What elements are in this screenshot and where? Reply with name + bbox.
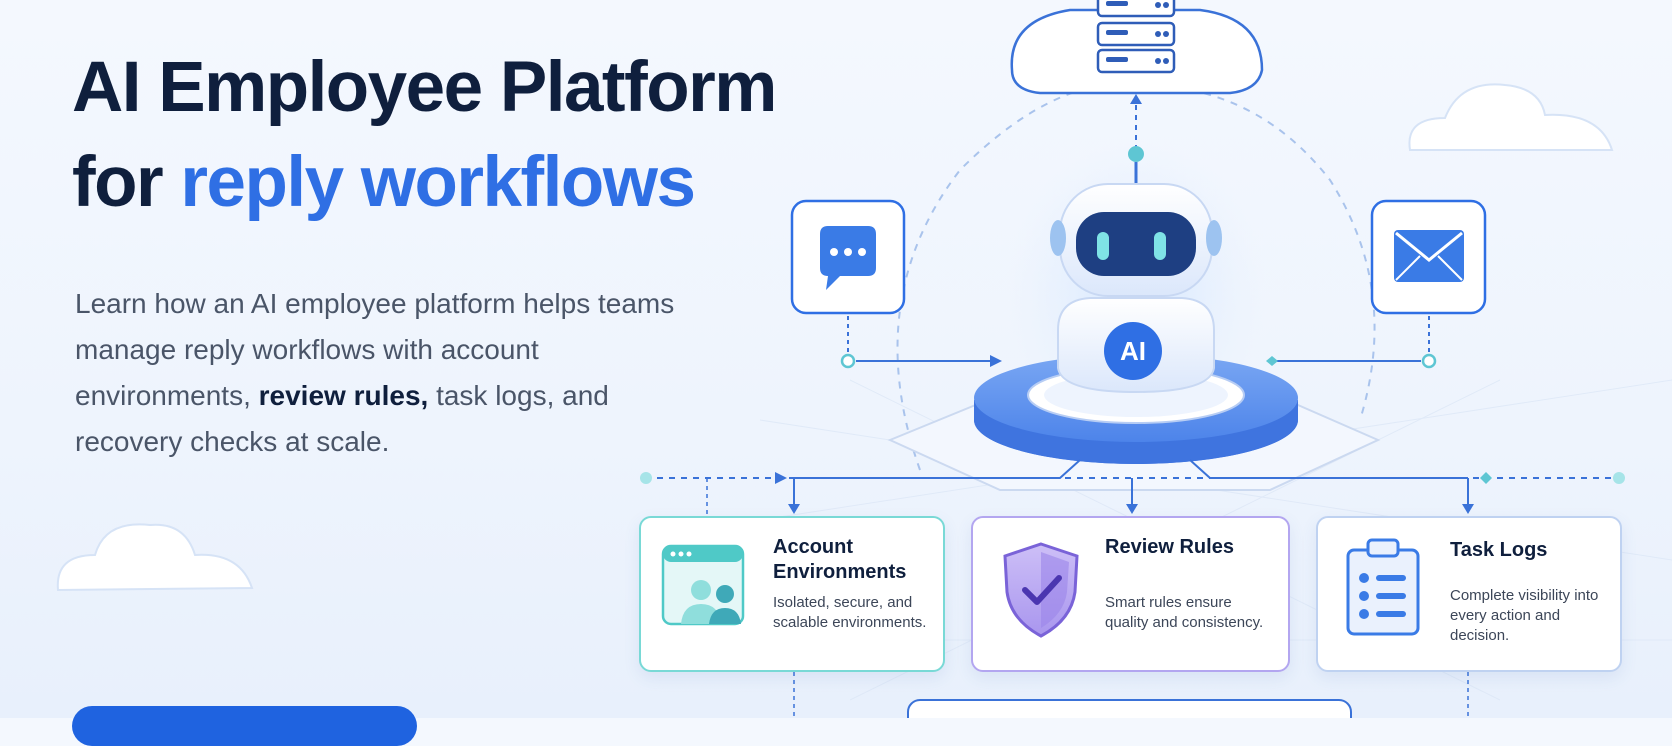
clipboard-icon bbox=[1346, 538, 1420, 636]
card-description: Isolated, secure, and scalable environme… bbox=[773, 594, 927, 631]
envelope-icon bbox=[1370, 199, 1487, 315]
card-description: Complete visibility into every action an… bbox=[1450, 587, 1599, 644]
robot-mascot bbox=[1050, 146, 1222, 394]
hero-description-part2: task logs, and recovery checks at scale. bbox=[75, 380, 609, 457]
shield-check-icon bbox=[1003, 542, 1079, 638]
server-cloud-icon bbox=[1010, 0, 1264, 95]
account-environment-icon bbox=[661, 544, 745, 626]
cloud-left bbox=[56, 523, 254, 592]
primary-cta-button[interactable] bbox=[72, 706, 417, 746]
robot-ai-badge: AI bbox=[1120, 336, 1146, 366]
feature-card-task-logs: Task Logs Complete visibility into every… bbox=[1316, 516, 1622, 672]
hero-description: Learn how an AI employee platform helps … bbox=[75, 281, 715, 465]
hero-description-bold: review rules, bbox=[258, 380, 429, 411]
hero-title-accent: reply workflows bbox=[180, 143, 696, 222]
cloud-right bbox=[1408, 83, 1614, 151]
hero-title-prefix: for bbox=[72, 143, 181, 222]
card-title: Task Logs bbox=[1450, 539, 1548, 561]
feature-card-review-rules: Review Rules Smart rules ensure quality … bbox=[971, 516, 1290, 672]
card-title: Review Rules bbox=[1105, 536, 1234, 558]
hero-title: AI Employee Platform for reply workflows bbox=[72, 40, 777, 230]
platform-illustration bbox=[56, 0, 1672, 718]
hero-title-line1: AI Employee Platform bbox=[72, 48, 777, 127]
card-description: Smart rules ensure quality and consisten… bbox=[1105, 594, 1264, 631]
chat-bubble-icon bbox=[790, 199, 906, 315]
hero-description-part1: Learn how an AI employee platform helps … bbox=[75, 288, 675, 411]
feature-card-account-environments: Account Environments Isolated, secure, a… bbox=[639, 516, 945, 672]
card-title: Account Environments bbox=[773, 536, 907, 583]
